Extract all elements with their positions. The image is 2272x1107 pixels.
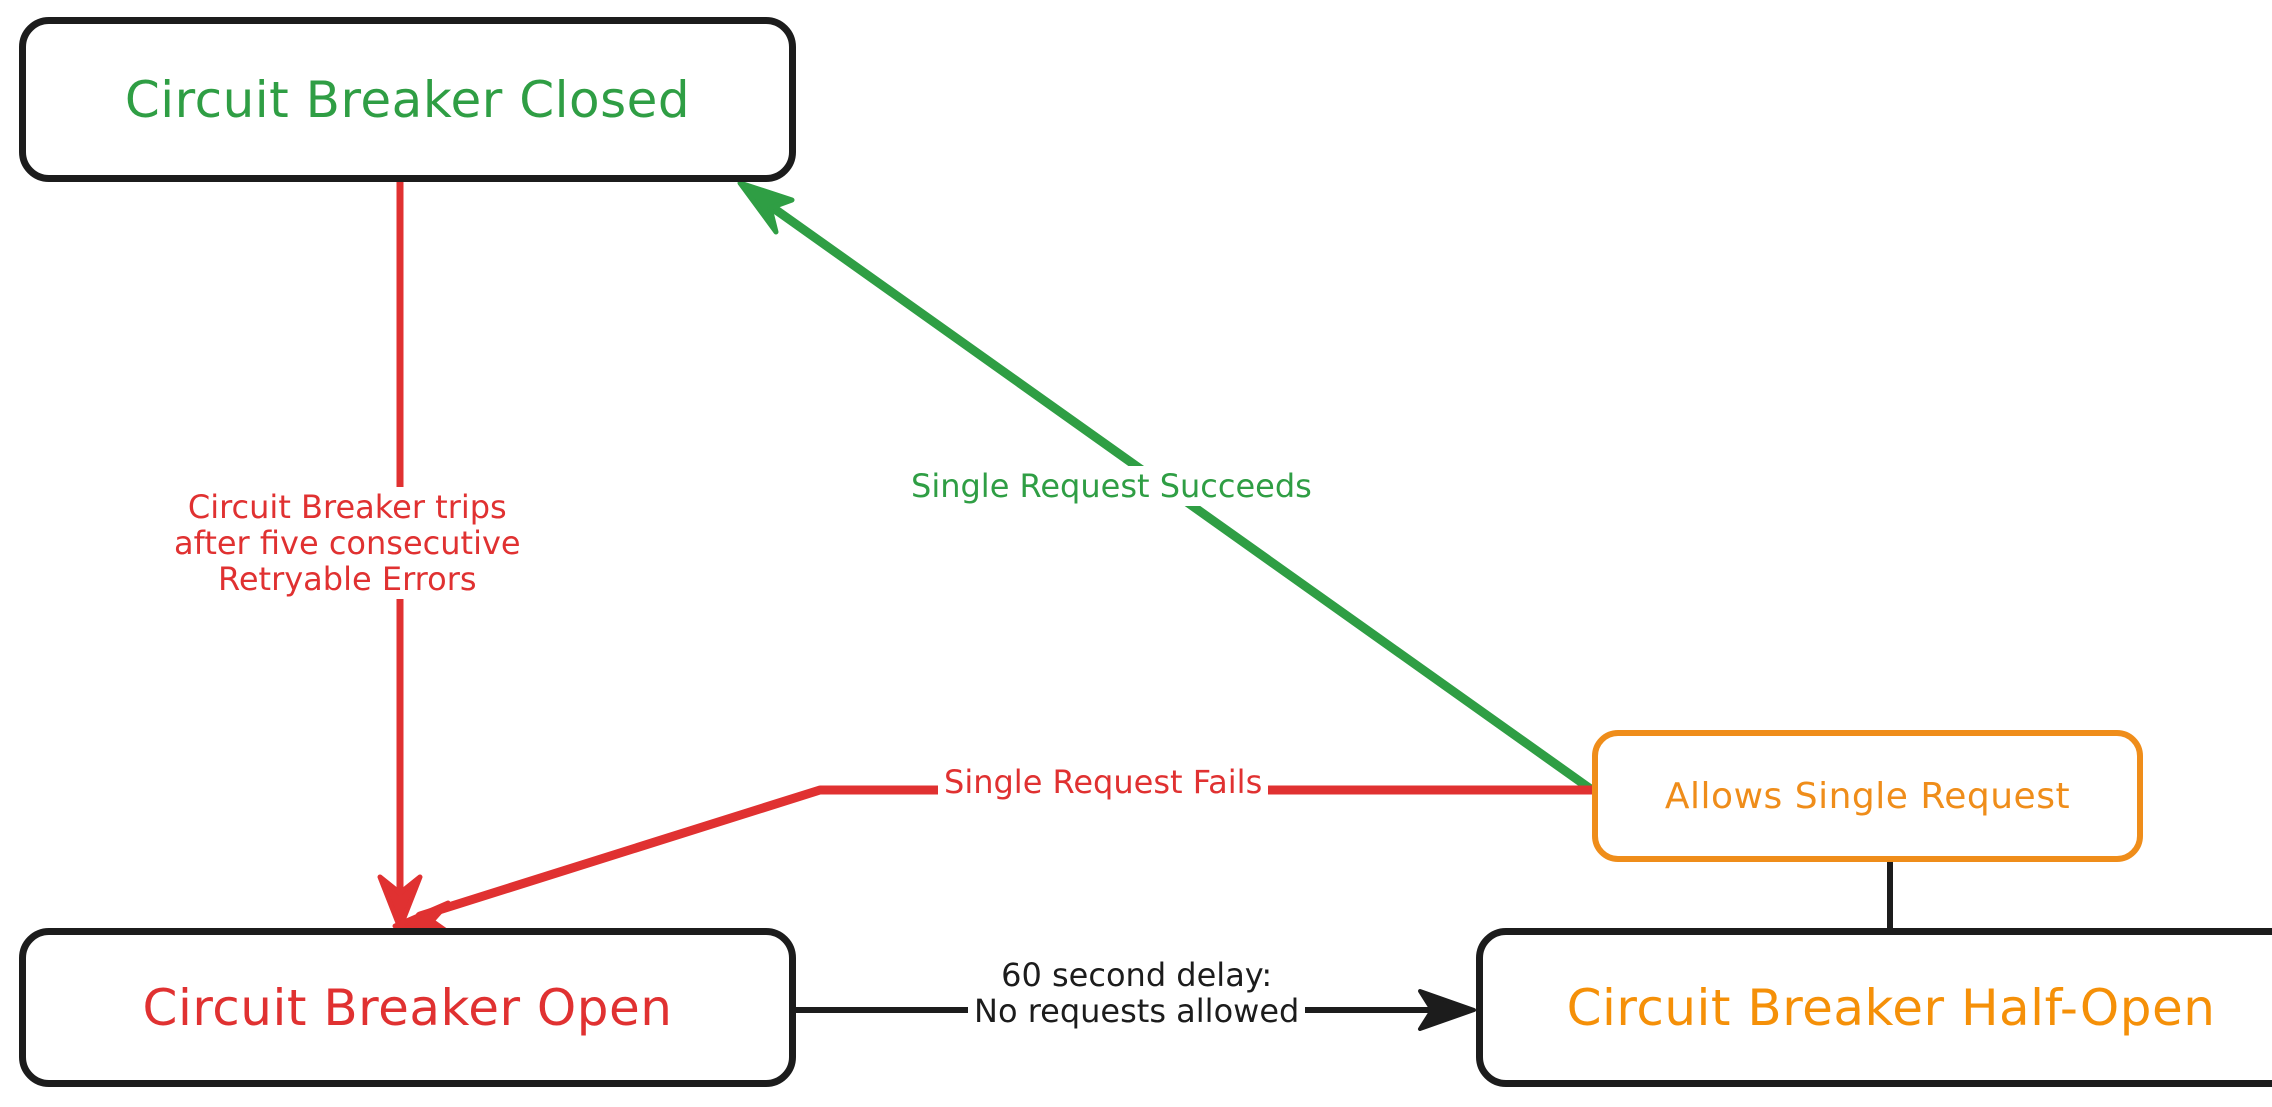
node-label-closed: Circuit Breaker Closed <box>124 70 691 129</box>
node-label-halfopen: Circuit Breaker Half-Open <box>1566 978 2216 1037</box>
state-node-allows-single-request[interactable]: Allows Single Request <box>1592 730 2143 862</box>
edge-fails <box>392 785 1597 938</box>
node-label-open: Circuit Breaker Open <box>142 978 673 1037</box>
edge-label-delay: 60 second delay: No requests allowed <box>968 955 1306 1032</box>
state-node-circuit-breaker-half-open[interactable]: Circuit Breaker Half-Open <box>1476 928 2272 1087</box>
node-label-allows: Allows Single Request <box>1664 775 2071 817</box>
edge-label-trips: Circuit Breaker trips after five consecu… <box>168 487 527 600</box>
state-node-circuit-breaker-open[interactable]: Circuit Breaker Open <box>19 928 796 1087</box>
edge-label-fails: Single Request Fails <box>938 762 1269 803</box>
edge-label-succeeds: Single Request Succeeds <box>905 466 1318 507</box>
state-node-circuit-breaker-closed[interactable]: Circuit Breaker Closed <box>19 17 796 182</box>
